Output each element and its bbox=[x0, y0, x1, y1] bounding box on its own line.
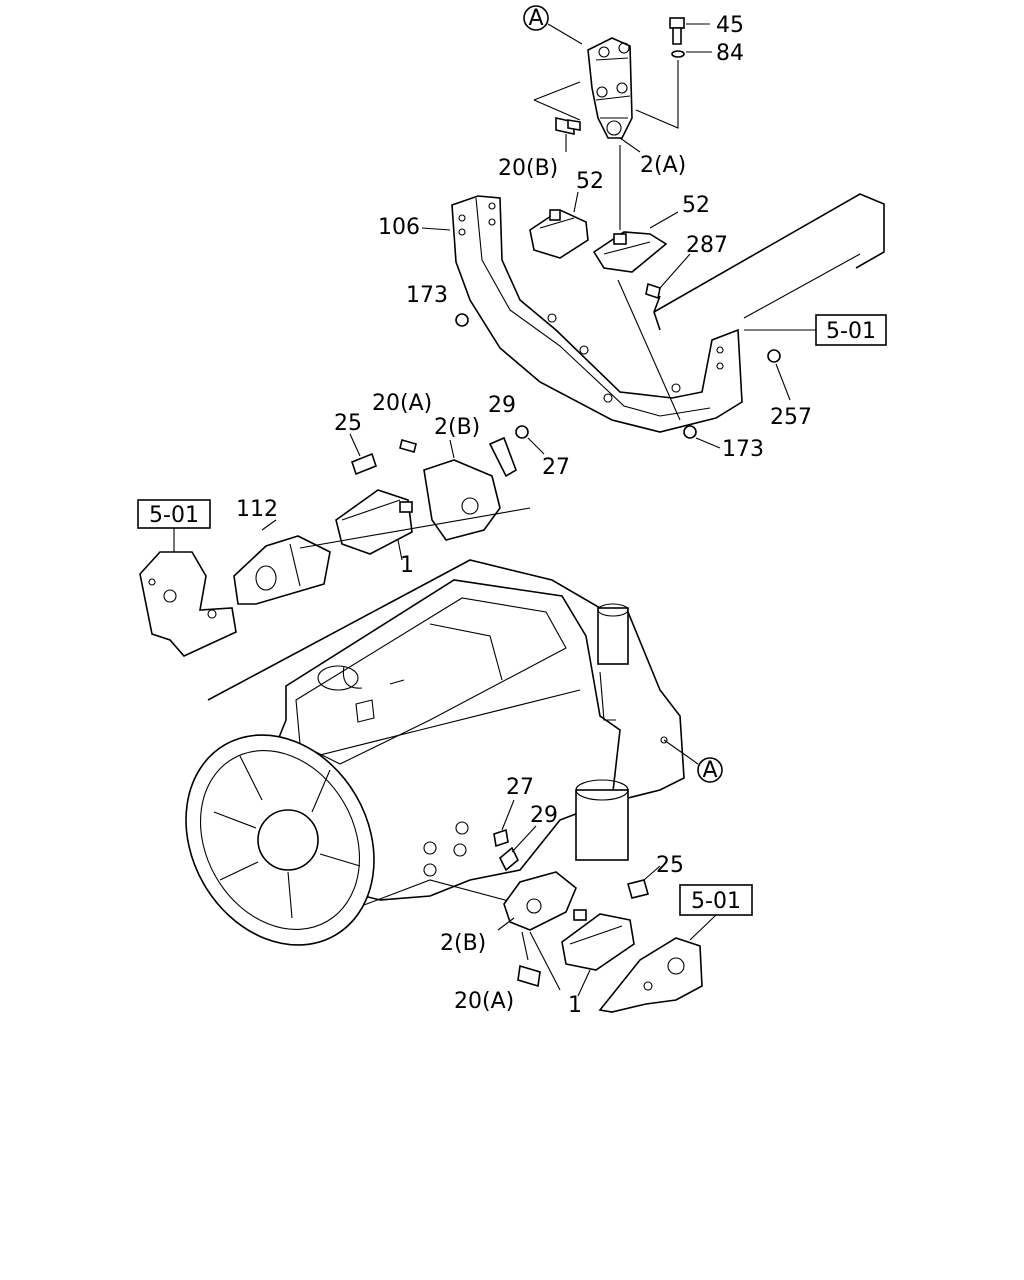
label-1-lower: 1 bbox=[568, 993, 582, 1018]
nut-173-left: 173 bbox=[406, 283, 469, 327]
label-45: 45 bbox=[716, 13, 744, 38]
mount-1-lower: 1 bbox=[561, 909, 635, 1018]
circle-a-side-label: A bbox=[702, 758, 717, 783]
label-27-lower: 27 bbox=[506, 775, 534, 800]
mount-52-right: 52 bbox=[592, 193, 710, 421]
bolt-20a-upper: 20(A) bbox=[372, 391, 432, 453]
label-20a-lower: 20(A) bbox=[454, 989, 514, 1014]
label-2b-lower: 2(B) bbox=[440, 931, 486, 956]
mount-52-left: 52 bbox=[529, 169, 604, 259]
label-112: 112 bbox=[236, 497, 278, 522]
label-52-right: 52 bbox=[682, 193, 710, 218]
frame-bracket-left bbox=[139, 551, 237, 657]
label-2a: 2(A) bbox=[640, 153, 686, 178]
ref-501-frame: 5-01 bbox=[744, 314, 887, 346]
bolt-20b: 20(B) bbox=[498, 117, 581, 181]
bolt-20a-lower: 20(A) bbox=[454, 931, 541, 1014]
label-25-upper: 25 bbox=[334, 411, 362, 436]
leader-2a-frame bbox=[533, 60, 679, 153]
mount-plane-lower bbox=[529, 931, 561, 991]
ref-501-lower: 5-01 bbox=[679, 884, 753, 941]
label-20b: 20(B) bbox=[498, 156, 558, 181]
bracket-2b-lower: 2(B) bbox=[440, 871, 577, 956]
nut-27-upper: 27 bbox=[515, 425, 570, 480]
engine-fan bbox=[185, 734, 375, 946]
bracket-112: 112 bbox=[233, 497, 331, 605]
label-20a-upper: 20(A) bbox=[372, 391, 432, 416]
ref-501-frame-label: 5-01 bbox=[826, 319, 876, 344]
label-52-left: 52 bbox=[576, 169, 604, 194]
ref-501-lower-label: 5-01 bbox=[691, 889, 741, 914]
label-27-upper: 27 bbox=[542, 455, 570, 480]
bolt-25-upper: 25 bbox=[334, 411, 377, 476]
washer-29-lower: 29 bbox=[499, 803, 558, 872]
label-25-lower: 25 bbox=[656, 853, 684, 878]
label-173-left: 173 bbox=[406, 283, 448, 308]
bolt-287: 287 bbox=[645, 233, 728, 300]
label-2b-upper: 2(B) bbox=[434, 415, 480, 440]
label-1-upper: 1 bbox=[400, 553, 414, 578]
circle-a-side: A bbox=[663, 739, 723, 783]
label-29-upper: 29 bbox=[488, 393, 516, 418]
washer-29-upper: 29 bbox=[488, 393, 517, 478]
ref-501-left-label: 5-01 bbox=[149, 503, 199, 528]
circle-a-top-label: A bbox=[528, 6, 543, 31]
mount-plane-upper bbox=[299, 507, 531, 549]
ref-501-left: 5-01 bbox=[137, 499, 211, 552]
label-84: 84 bbox=[716, 41, 744, 66]
label-106: 106 bbox=[378, 215, 420, 240]
crossmember-106: 106 bbox=[378, 195, 743, 433]
label-173-right: 173 bbox=[722, 437, 764, 462]
bolt-25-lower: 25 bbox=[627, 853, 684, 899]
bracket-2a bbox=[587, 37, 633, 139]
label-287: 287 bbox=[686, 233, 728, 258]
mount-1-upper: 1 bbox=[335, 489, 414, 578]
label-29-lower: 29 bbox=[530, 803, 558, 828]
washer-84: 84 bbox=[671, 41, 744, 66]
circle-a-top: A bbox=[523, 5, 583, 45]
bolt-45: 45 bbox=[669, 13, 744, 45]
label-257: 257 bbox=[770, 405, 812, 430]
frame-rail bbox=[653, 193, 885, 331]
bracket-2b-upper: 2(B) bbox=[423, 415, 501, 541]
frame-bracket-lower bbox=[598, 937, 703, 1013]
nut-27-lower: 27 bbox=[493, 775, 534, 848]
nut-257: 257 bbox=[767, 349, 812, 430]
nut-173-right: 173 bbox=[683, 425, 764, 462]
